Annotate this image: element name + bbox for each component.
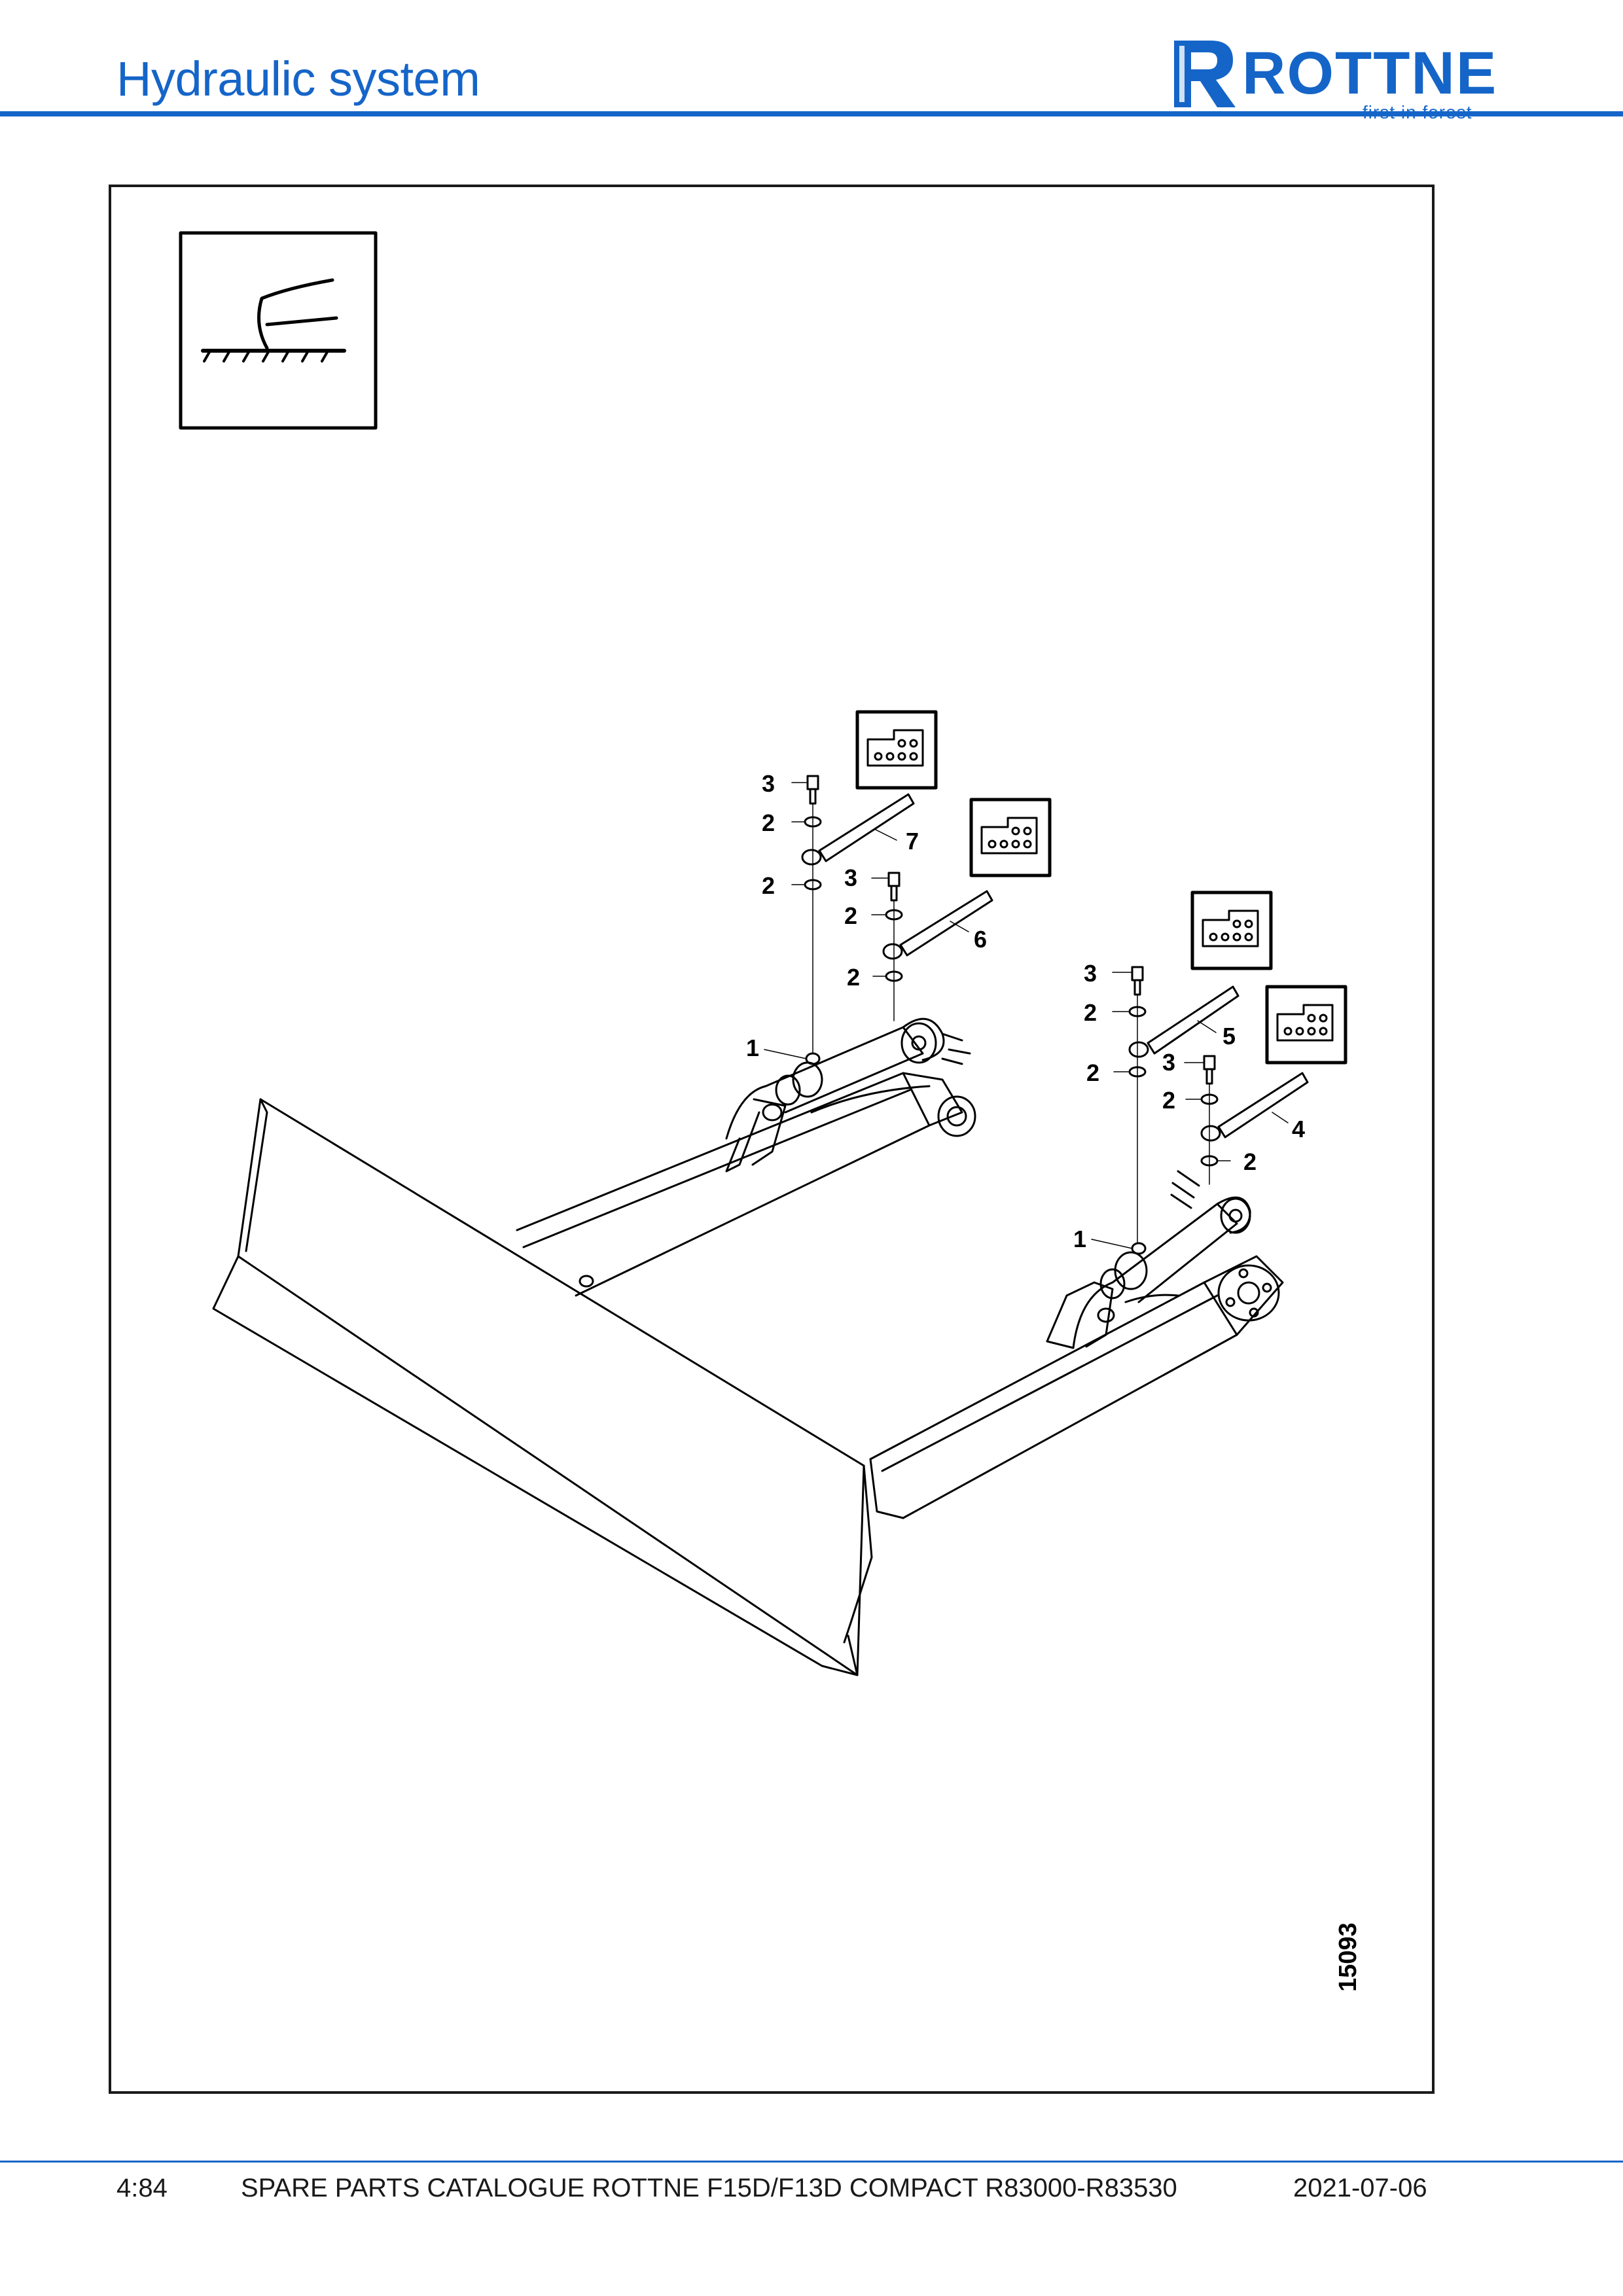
callout-4: 4: [1292, 1116, 1305, 1142]
callout-2: 2: [1084, 999, 1097, 1026]
page-title: Hydraulic system: [116, 52, 480, 106]
header-divider: [0, 111, 1623, 116]
callout-1: 1: [746, 1034, 759, 1061]
assembly-lines: [812, 803, 1210, 1244]
cylinder-port: [1131, 1242, 1147, 1255]
callout-6: 6: [974, 926, 987, 953]
callout-5: 5: [1222, 1023, 1236, 1050]
diagram-frame: [109, 185, 1435, 2094]
hose-6: [882, 890, 993, 960]
callout-7: 7: [906, 828, 919, 855]
callout-3: 3: [1084, 960, 1097, 987]
connector-block-icon: [1265, 985, 1347, 1065]
hydraulic-cylinder-right: [1046, 1170, 1251, 1349]
sealing-washer: [804, 816, 1219, 1167]
callout-3: 3: [1162, 1049, 1175, 1076]
connector-block-icon: [969, 798, 1052, 877]
connector-block-icon: [855, 710, 938, 790]
callout-2: 2: [762, 872, 775, 899]
page-number: 4:84: [116, 2174, 168, 2202]
callout-2: 2: [1243, 1148, 1257, 1175]
catalogue-title: SPARE PARTS CATALOGUE ROTTNE F15D/F13D C…: [241, 2174, 1177, 2202]
hose-5: [1128, 985, 1240, 1058]
callout-2: 2: [1162, 1087, 1175, 1114]
callout-2: 2: [1086, 1059, 1099, 1086]
rottne-r-icon: [1174, 41, 1236, 107]
blade-frame: [516, 1072, 1284, 1519]
blade-symbol-icon: [179, 231, 378, 430]
cylinder-port: [805, 1052, 821, 1065]
hose-7: [801, 793, 915, 866]
callout-2: 2: [844, 902, 857, 929]
hydraulic-cylinder-left: [725, 1017, 971, 1173]
publication-date: 2021-07-06: [1293, 2174, 1427, 2202]
callout-2: 2: [847, 964, 860, 991]
dozer-blade: [212, 1098, 873, 1676]
callout-1: 1: [1073, 1226, 1086, 1252]
figure-number: 15093: [1334, 1922, 1362, 1992]
leader-lines: [764, 782, 1289, 1249]
callout-3: 3: [762, 770, 775, 797]
callout-2: 2: [762, 809, 775, 836]
hose-4: [1200, 1072, 1309, 1142]
banjo-bolt: [806, 775, 1216, 1085]
connector-block-icon: [1190, 891, 1273, 970]
logo-wordmark: ROTTNE: [1242, 40, 1498, 107]
footer-divider: [0, 2161, 1623, 2163]
callout-3: 3: [844, 864, 857, 891]
